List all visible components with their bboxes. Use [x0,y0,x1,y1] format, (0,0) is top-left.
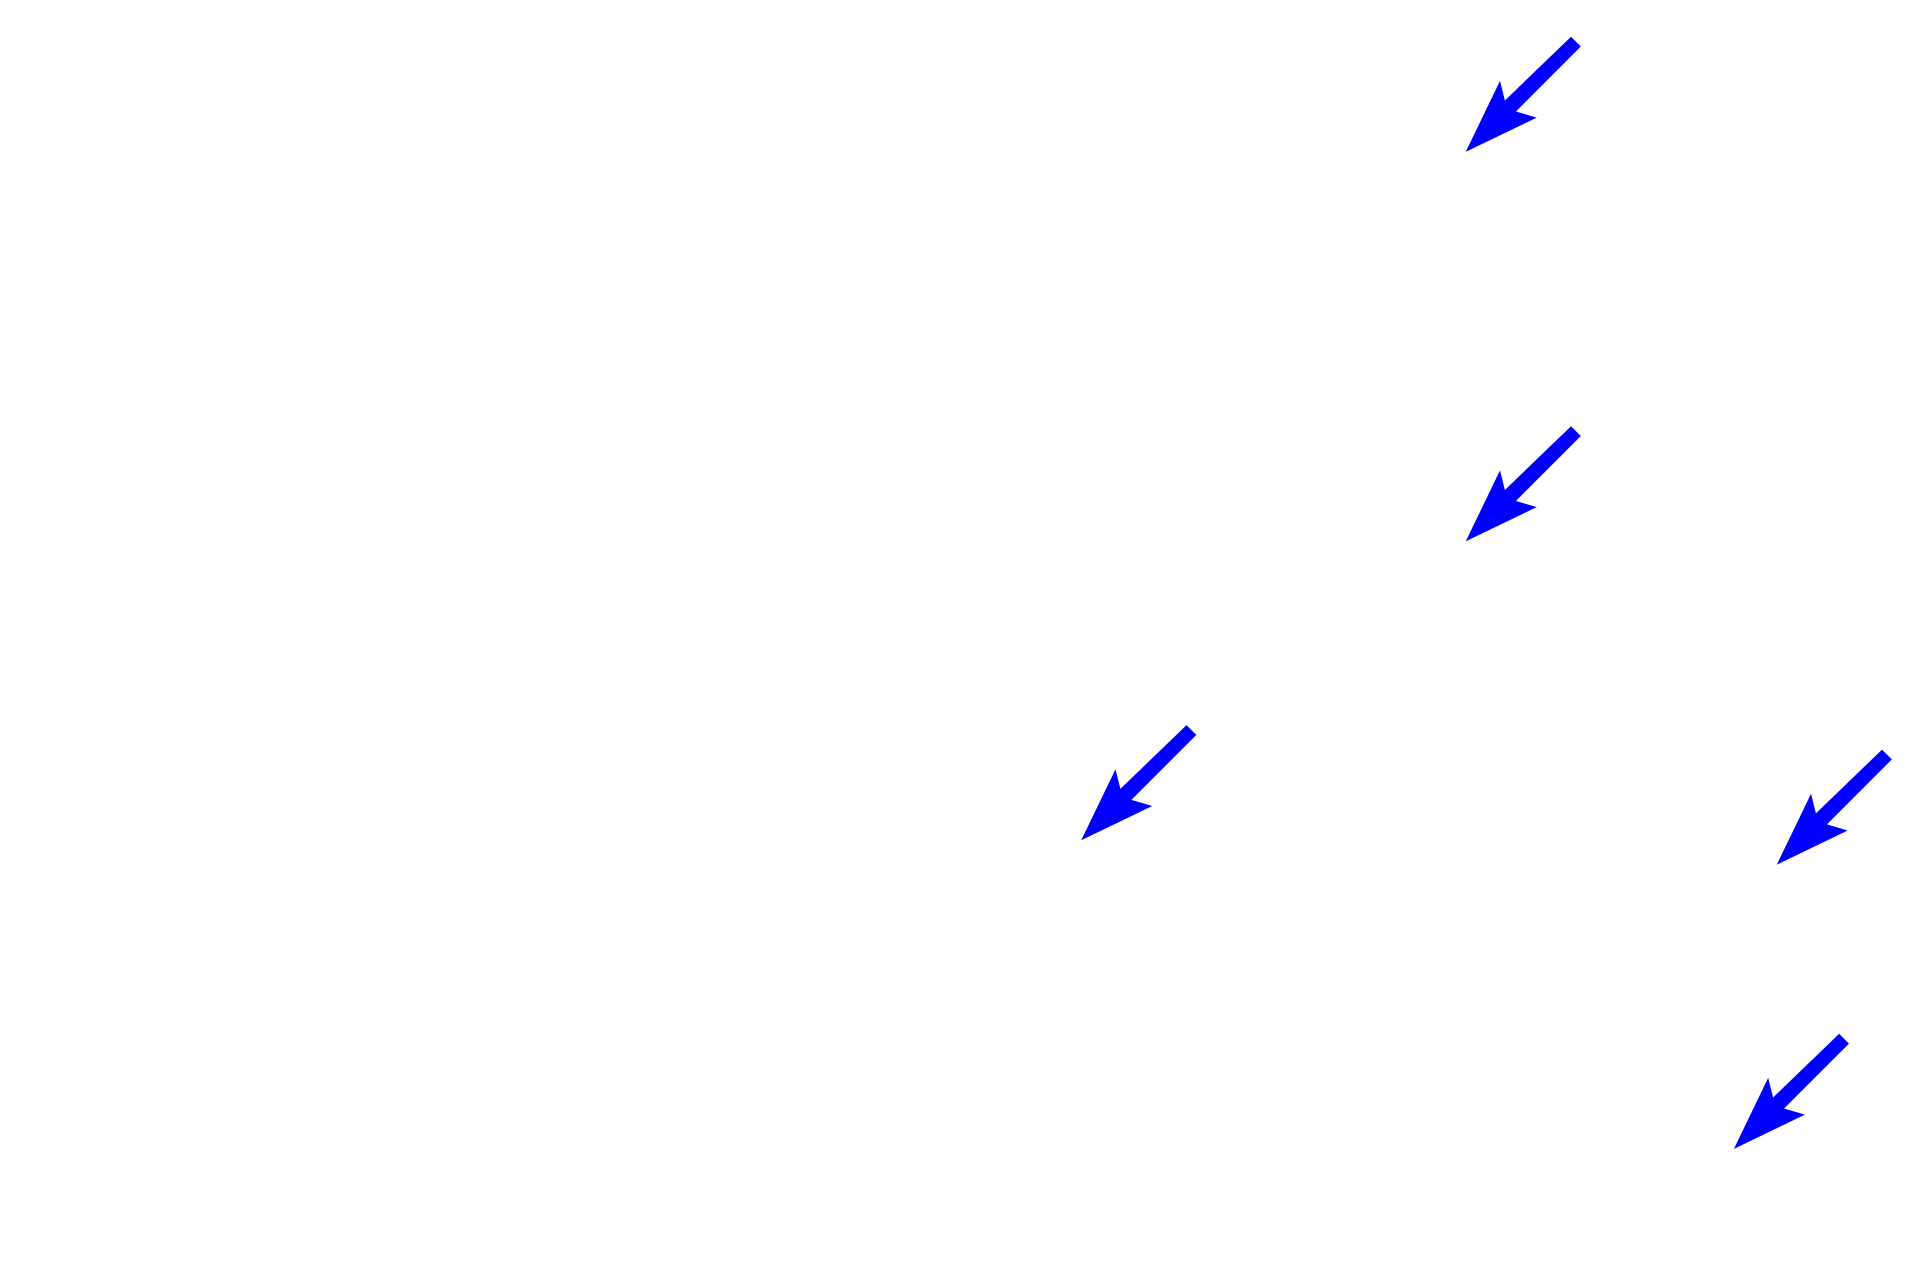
arrow-down-left-icon [1776,749,1892,865]
arrow-down-left-icon [1465,36,1581,152]
arrow-down-left-icon [1465,426,1581,542]
arrow-group [1081,36,1892,1149]
arrow-down-left-icon [1081,725,1197,841]
arrow-down-left-icon [1733,1033,1849,1149]
